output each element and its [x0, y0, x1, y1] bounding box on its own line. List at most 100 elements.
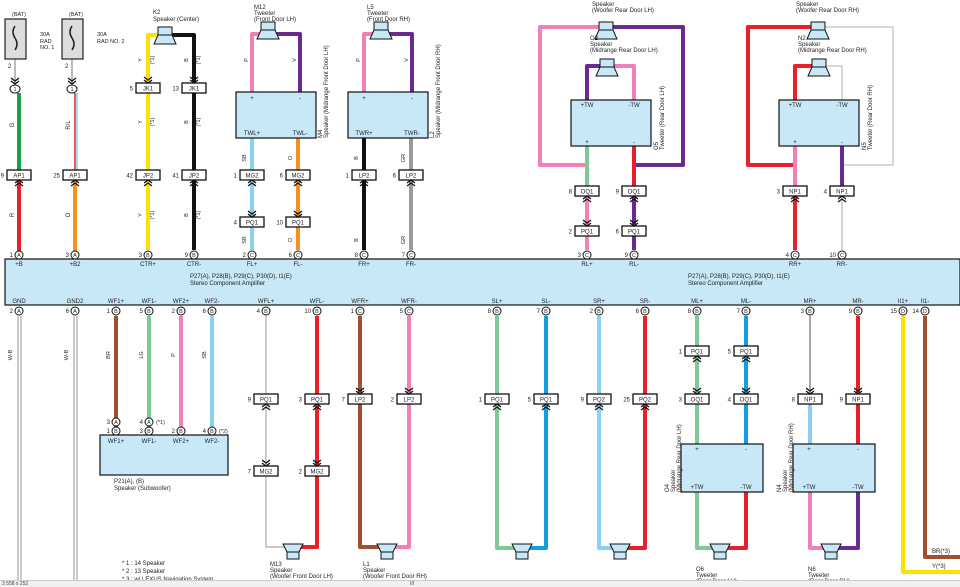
wire-p	[394, 316, 411, 549]
speaker-midrange-box	[235, 91, 317, 139]
wire-note: (*1)	[196, 55, 202, 64]
connector-pin: 9	[581, 398, 585, 404]
connector-pin: 2	[299, 470, 303, 476]
tweeter-rear-lh-box	[570, 99, 652, 147]
junction-chevron	[692, 387, 702, 395]
connector-name: NP1	[836, 190, 848, 196]
box-pin: +TW	[789, 103, 802, 109]
pin-connector-letter: C	[362, 253, 366, 259]
pin-connector-letter: B	[146, 253, 150, 259]
pin-connector-letter: B	[210, 309, 214, 315]
connector-name: OQ1	[628, 190, 641, 196]
amp-pin-label: GND2	[67, 299, 84, 305]
pin-circle	[594, 306, 604, 316]
connector-name: PQ1	[628, 230, 641, 236]
connector-pin: 8	[792, 398, 796, 404]
wire-r	[300, 316, 319, 549]
component-sub: (Midrange Rear Door LH)	[677, 424, 683, 492]
connector-pin: 5	[528, 398, 532, 404]
amp-pin-label: +B	[15, 262, 23, 268]
junction-chevron	[406, 179, 416, 187]
connector-name: OQ1	[740, 398, 753, 404]
woofer-front-rh-icon	[376, 543, 398, 553]
pin-connector-letter: C	[296, 253, 300, 259]
tweeter-icon	[260, 21, 276, 31]
pin-circle	[293, 250, 303, 260]
pin-connector-letter: B	[315, 309, 319, 315]
connector-pin: 7	[342, 398, 346, 404]
pin-number: 2	[10, 309, 14, 315]
connector-name: AP1	[69, 174, 81, 180]
pin-circle	[853, 306, 863, 316]
pin-circle	[189, 250, 199, 260]
box-pin: WF2-	[205, 439, 220, 445]
wire-r	[727, 492, 748, 550]
amp-pin-label: WF1-	[142, 299, 157, 305]
amp-pin-label: CTR+	[140, 262, 156, 268]
connector-pin: 9	[616, 190, 620, 196]
connector-pin: 25	[623, 398, 630, 404]
wire-r	[793, 64, 812, 100]
connector-name: PQ1	[540, 398, 553, 404]
wire-code: V	[292, 58, 298, 62]
pin-circle	[176, 306, 186, 316]
pin-number: 10	[829, 253, 836, 259]
pin-connector-letter: B	[147, 309, 151, 315]
wire-v	[275, 32, 302, 92]
pin-number: 9	[625, 253, 629, 259]
pin-number: 2	[590, 309, 594, 315]
wire-code: W-B	[64, 349, 70, 360]
box-pin: -	[411, 96, 413, 102]
connector-name: OQ1	[581, 190, 594, 196]
connector-name: PQ1	[691, 350, 704, 356]
amp-pin-label: RL+	[581, 262, 593, 268]
pin-number: 9	[185, 253, 189, 259]
pin-connector-letter: B	[210, 429, 214, 435]
pin-number: 5	[140, 309, 144, 315]
speaker-center-icon	[153, 34, 177, 45]
amp-pin-label: ML-	[741, 299, 751, 305]
connector-pin: 3	[679, 398, 683, 404]
component-sub: (Front Door LH)	[254, 17, 296, 23]
pin-circle	[640, 306, 650, 316]
wire-r	[626, 316, 647, 550]
pin-connector-letter: B	[114, 309, 118, 315]
pin-connector-letter: B	[179, 309, 183, 315]
horizontal-scrollbar[interactable]: III	[410, 581, 415, 587]
junction-chevron	[404, 387, 414, 395]
amplifier-subtitle: Stereo Component Amplifier	[190, 281, 265, 287]
speaker-midrange-box	[347, 91, 429, 139]
amp-pin-label: ML+	[691, 299, 703, 305]
connector-pin: 6	[616, 230, 620, 236]
wire-code: B	[354, 156, 360, 160]
connector-name: NP1	[852, 398, 864, 404]
component-sub: (Midrange Rear Door RH)	[789, 423, 795, 492]
wire-note: (*1)	[196, 210, 202, 219]
pin-circle	[207, 426, 217, 436]
component-name: Speaker (Midrange Front Door LH)	[324, 45, 330, 138]
tweeter-rear-lh-icon	[713, 551, 727, 560]
wire-code: LG	[139, 351, 145, 358]
wire-code: Y	[138, 120, 144, 124]
component-sub: (Front Door RH)	[367, 17, 410, 23]
junction-chevron	[805, 387, 815, 395]
component-name: Speaker	[783, 470, 789, 492]
connector-name: MG2	[259, 470, 273, 476]
pin-number: 1	[351, 309, 355, 315]
pin-circle	[70, 306, 80, 316]
connector-name: PQ2	[593, 398, 606, 404]
wire-code: B	[184, 120, 190, 124]
amp-pin-label: FR-	[406, 262, 416, 268]
wire-code: Y	[138, 213, 144, 217]
component-sub: (Woofer Rear Door RH)	[796, 8, 859, 14]
box-pin: WF2+	[173, 439, 190, 445]
junction-chevron	[790, 195, 800, 203]
tweeter-icon	[369, 29, 393, 40]
pin-number: 6	[289, 253, 293, 259]
component-name: Speaker	[798, 42, 820, 48]
pin-circle	[582, 250, 592, 260]
pin-circle	[629, 250, 639, 260]
woofer-rear-lh-icon	[598, 21, 614, 31]
component-sub: (Rear Door LH)	[696, 579, 737, 580]
connector-name: MG2	[291, 174, 305, 180]
